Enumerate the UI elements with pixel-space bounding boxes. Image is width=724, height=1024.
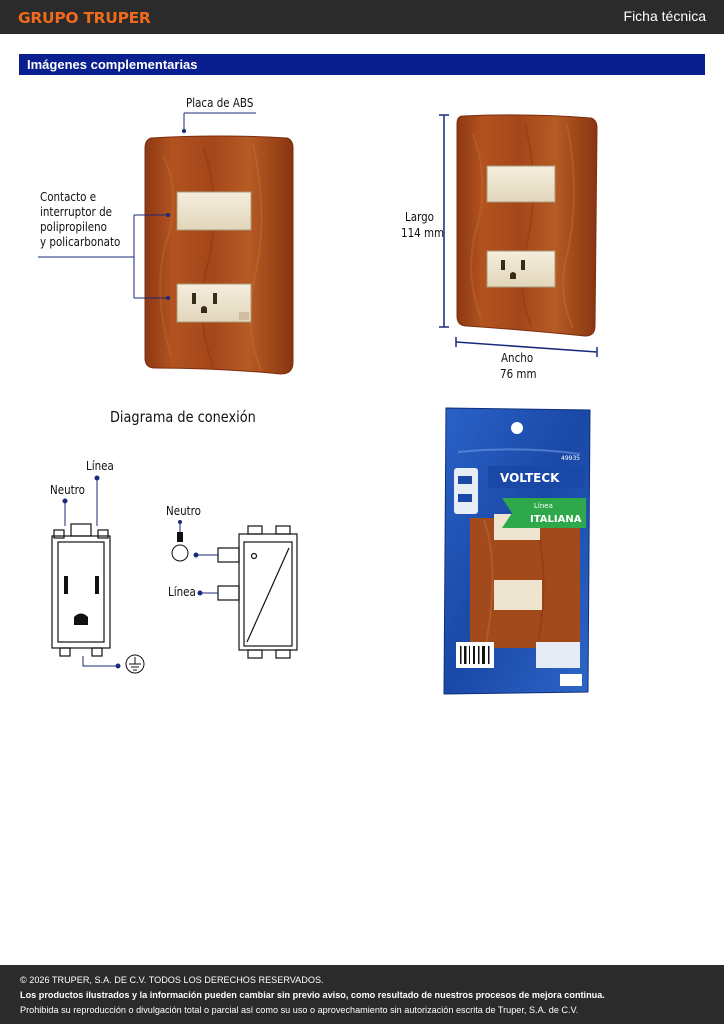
connection-diagram-title: Diagrama de conexión [110, 408, 256, 426]
footer-copyright: © 2026 TRUPER, S.A. DE C.V. TODOS LOS DE… [20, 975, 324, 986]
package-code: 49935 [561, 455, 580, 462]
outlet-neutral-label: Neutro [50, 483, 85, 497]
brand-logo: GRUPO TRUPER [18, 9, 151, 27]
length-label: Largo [405, 210, 435, 224]
light-bulb-icon [171, 520, 189, 562]
contact-label-line-3: polipropileno [40, 220, 107, 234]
package-brand: VOLTECK [500, 471, 560, 485]
footer-bar: © 2026 TRUPER, S.A. DE C.V. TODOS LOS DE… [0, 965, 724, 1024]
switch-module [486, 165, 556, 203]
switch-module [176, 191, 252, 231]
plate-material-label: Placa de ABS [186, 96, 254, 110]
connection-diagram [51, 475, 298, 674]
package-line-small: Línea [534, 502, 553, 510]
contact-label-line-4: y policarbonato [40, 235, 121, 249]
ground-icon [125, 654, 145, 674]
section-title: Imágenes complementarias [27, 57, 198, 72]
header-bar: GRUPO TRUPER Ficha técnica [0, 0, 724, 34]
package-line-name: ITALIANA [530, 514, 582, 525]
footer-notice: Los productos ilustrados y la informació… [20, 990, 605, 1001]
outlet-diagram [51, 523, 111, 657]
length-value: 114 mm [401, 226, 445, 240]
volteck-logo-icon [488, 466, 584, 488]
wall-plate-dimension-image [456, 114, 598, 337]
document-type: Ficha técnica [623, 8, 706, 24]
width-value: 76 mm [500, 367, 537, 381]
switch-neutral-label: Neutro [166, 504, 201, 518]
wall-plate-image [144, 135, 294, 375]
contact-label-line-1: Contacto e [40, 190, 97, 204]
product-package-image: VOLTECK 49935 Línea ITALIANA [443, 407, 591, 695]
section-header: Imágenes complementarias [19, 54, 705, 75]
outlet-line-label: Línea [86, 459, 114, 473]
dimension-lines [439, 114, 598, 357]
switch-line-label: Línea [168, 585, 196, 599]
outlet-module [486, 250, 556, 288]
footer-prohibition: Prohibida su reproducción o divulgación … [20, 1005, 579, 1016]
contact-label-line-2: interruptor de [40, 205, 112, 219]
switch-diagram [217, 525, 298, 659]
outlet-module [176, 283, 252, 323]
callout-lines [38, 112, 256, 300]
width-label: Ancho [501, 351, 534, 365]
barcode-icon [456, 642, 494, 668]
